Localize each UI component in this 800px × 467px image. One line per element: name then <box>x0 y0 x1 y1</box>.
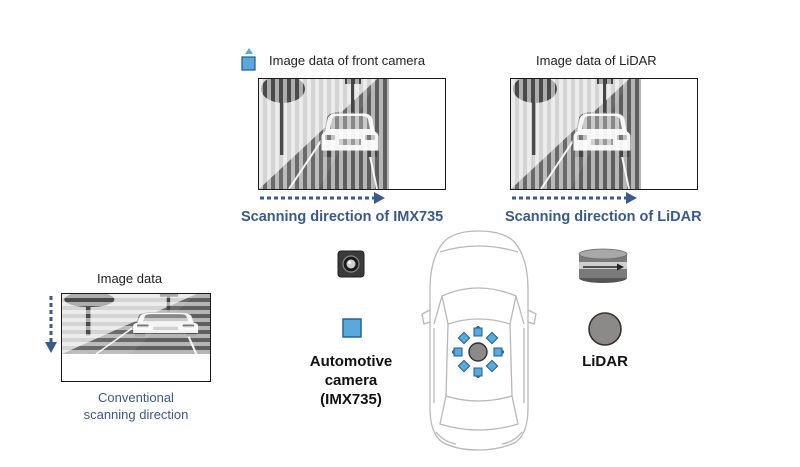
front-camera-scan-arrow <box>258 191 388 210</box>
front-camera-legend-icon <box>240 48 258 72</box>
camera-label-line3: (IMX735) <box>320 391 382 408</box>
conventional-title: Image data <box>97 271 163 286</box>
sensor-cam-e <box>493 347 505 357</box>
camera-label-line1: Automotive <box>309 353 393 370</box>
conventional-label: Conventional scanning direction <box>66 389 206 423</box>
lidar-view-title: Image data of LiDAR <box>536 53 657 68</box>
lidar-scan-label: Scanning direction of LiDAR <box>505 209 702 225</box>
lidar-device-icon <box>577 248 629 284</box>
camera-label: Automotive camera (IMX735) <box>296 352 406 409</box>
sensor-cam-se <box>485 359 499 373</box>
sensor-cam-nw <box>457 331 471 345</box>
camera-device-icon <box>337 250 365 278</box>
conventional-scene <box>62 294 210 354</box>
lidar-scene <box>511 79 641 189</box>
lidar-label: LiDAR <box>582 353 628 370</box>
sensor-cam-ne <box>485 331 499 345</box>
car-top-view <box>420 228 540 453</box>
sensor-cam-n <box>473 325 483 337</box>
conventional-label-line1: Conventional <box>98 390 174 405</box>
sensor-lidar-center <box>468 342 488 362</box>
lidar-circle-icon <box>587 311 623 347</box>
lidar-image-frame <box>510 78 698 190</box>
front-camera-image-frame <box>258 78 446 190</box>
sensor-cam-w <box>451 347 463 357</box>
front-camera-title: Image data of front camera <box>269 53 426 68</box>
front-camera-scene <box>259 79 389 189</box>
conventional-image-frame <box>61 293 211 382</box>
sensor-cluster <box>451 325 505 379</box>
conventional-scan-arrow <box>44 294 58 361</box>
sensor-cam-s <box>473 367 483 379</box>
lidar-scan-arrow <box>510 191 640 210</box>
camera-label-line2: camera <box>324 372 378 389</box>
front-camera-scan-label: Scanning direction of IMX735 <box>241 209 444 225</box>
camera-square-icon <box>342 318 362 338</box>
sensor-cam-sw <box>457 359 471 373</box>
conventional-label-line2: scanning direction <box>83 407 189 422</box>
